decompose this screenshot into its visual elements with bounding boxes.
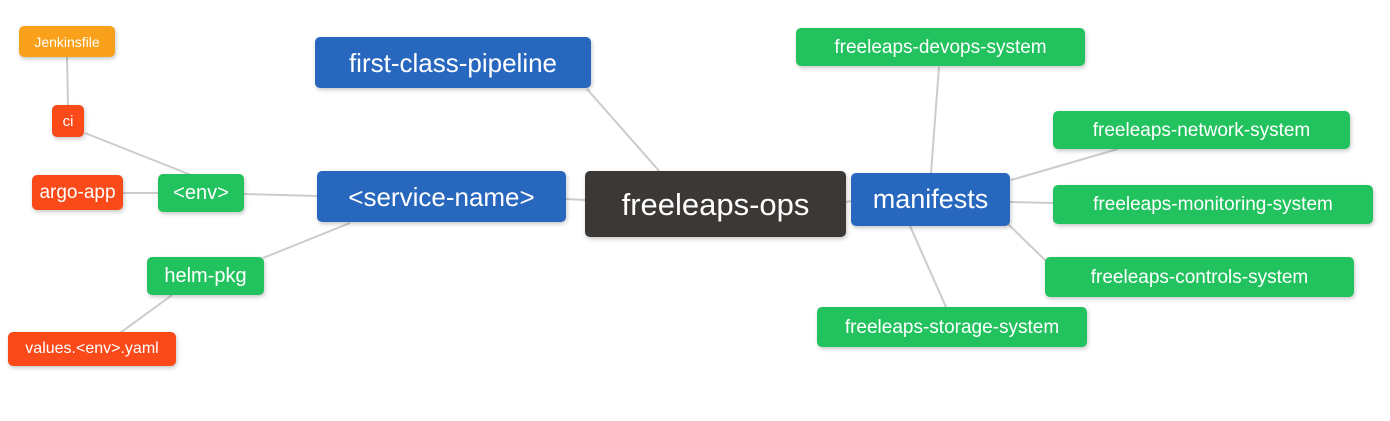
mindmap-node-controls-system[interactable]: freeleaps-controls-system xyxy=(1045,257,1354,297)
mindmap-node-monitoring-system[interactable]: freeleaps-monitoring-system xyxy=(1053,185,1373,224)
mindmap-node-first-class-pipeline[interactable]: first-class-pipeline xyxy=(315,37,591,88)
edge-service-name-to-freeleaps-ops xyxy=(565,198,586,201)
mindmap-node-service-name[interactable]: <service-name> xyxy=(317,171,566,222)
edge-manifests-to-network-system xyxy=(1010,148,1119,181)
edge-manifests-to-storage-system xyxy=(909,225,947,308)
mindmap-node-devops-system[interactable]: freeleaps-devops-system xyxy=(796,28,1085,66)
mindmap-node-values-env-yaml[interactable]: values.<env>.yaml xyxy=(8,332,176,366)
mindmap-node-freeleaps-ops[interactable]: freeleaps-ops xyxy=(585,171,846,237)
mindmap-node-argo-app[interactable]: argo-app xyxy=(32,175,123,210)
edge-manifests-to-controls-system xyxy=(1007,223,1048,263)
edge-helm-pkg-to-values-env-yaml xyxy=(119,294,173,334)
mindmap-node-manifests[interactable]: manifests xyxy=(851,173,1010,226)
edge-manifests-to-devops-system xyxy=(930,66,940,174)
edge-env-to-service-name xyxy=(243,193,318,197)
edge-service-name-to-helm-pkg xyxy=(262,222,351,259)
mindmap-node-jenkinsfile[interactable]: Jenkinsfile xyxy=(19,26,115,57)
edge-first-class-pipeline-to-freeleaps-ops xyxy=(586,88,661,173)
mindmap-node-env[interactable]: <env> xyxy=(158,174,244,212)
edge-jenkinsfile-to-ci xyxy=(66,56,69,106)
edge-freeleaps-ops-to-manifests xyxy=(845,200,852,203)
edge-manifests-to-monitoring-system xyxy=(1009,201,1054,204)
mindmap-node-helm-pkg[interactable]: helm-pkg xyxy=(147,257,264,295)
mindmap-node-storage-system[interactable]: freeleaps-storage-system xyxy=(817,307,1087,347)
mindmap-node-ci[interactable]: ci xyxy=(52,105,84,137)
edge-ci-to-env xyxy=(84,132,192,176)
mindmap-node-network-system[interactable]: freeleaps-network-system xyxy=(1053,111,1350,149)
